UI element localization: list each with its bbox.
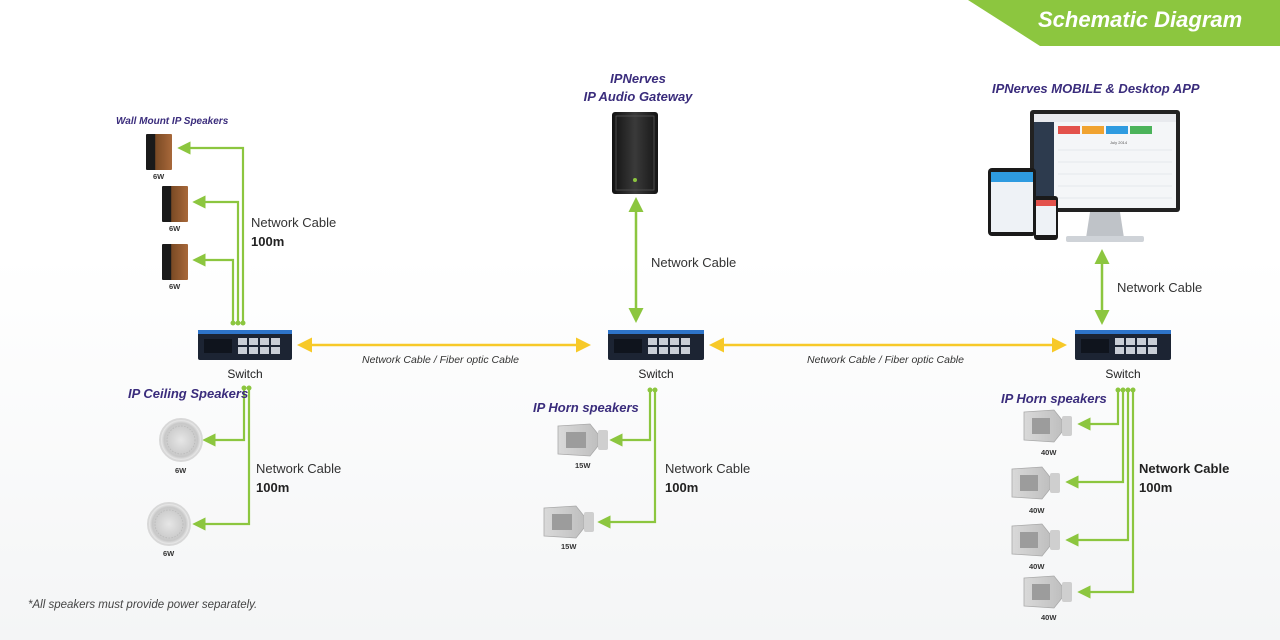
switch-center bbox=[608, 330, 704, 360]
app-title: IPNerves MOBILE & Desktop APP bbox=[992, 81, 1200, 96]
switch-left-label: Switch bbox=[227, 367, 263, 381]
switch-right-label: Switch bbox=[1105, 367, 1141, 381]
right-horn-1-watt: 40W bbox=[1041, 448, 1057, 457]
ceiling-cable-label: Network Cable bbox=[256, 461, 342, 476]
center-horn-group-title: IP Horn speakers bbox=[533, 400, 639, 415]
right-horn-distance-label: 100m bbox=[1139, 480, 1173, 495]
app-calendar-month: July 2014 bbox=[1110, 140, 1128, 145]
center-horn-link-dots bbox=[647, 387, 658, 393]
wall-speaker-2 bbox=[162, 186, 188, 222]
horn-speaker-right-3 bbox=[1011, 523, 1060, 557]
switch-right bbox=[1075, 330, 1171, 360]
right-horn-link-dots bbox=[1115, 387, 1136, 393]
right-horn-3-watt: 40W bbox=[1029, 562, 1045, 571]
wall-link-dots bbox=[230, 320, 246, 326]
right-horn-4-watt: 40W bbox=[1041, 613, 1057, 622]
switch-left bbox=[198, 330, 292, 360]
ceiling-distance-label: 100m bbox=[256, 480, 290, 495]
wall-speaker-1 bbox=[146, 134, 172, 170]
wall-group-title: Wall Mount IP Speakers bbox=[116, 116, 229, 127]
center-horn-cable-label: Network Cable bbox=[665, 461, 751, 476]
app-cable-label: Network Cable bbox=[1117, 280, 1203, 295]
ceiling-speaker-1-watt: 6W bbox=[175, 466, 187, 475]
horn-speaker-right-4 bbox=[1023, 575, 1072, 609]
ceiling-speaker-2 bbox=[147, 502, 191, 546]
horn-speaker-center-2 bbox=[543, 505, 594, 539]
center-horn-links bbox=[597, 391, 657, 529]
ceiling-speaker-1 bbox=[159, 418, 203, 462]
page-title: Schematic Diagram bbox=[1038, 7, 1243, 32]
horn-speaker-center-1 bbox=[557, 423, 608, 457]
trunk-right-label: Network Cable / Fiber optic Cable bbox=[807, 354, 964, 366]
wall-speaker-1-watt: 6W bbox=[153, 172, 165, 181]
center-horn-2-watt: 15W bbox=[561, 542, 577, 551]
right-horn-links bbox=[1065, 391, 1135, 599]
wall-speaker-3 bbox=[162, 244, 188, 280]
center-horn-distance-label: 100m bbox=[665, 480, 699, 495]
right-horn-cable-label: Network Cable bbox=[1139, 461, 1230, 476]
app-devices-icon bbox=[988, 110, 1180, 242]
wall-cable-label: Network Cable bbox=[251, 215, 337, 230]
wall-speaker-3-watt: 6W bbox=[169, 282, 181, 291]
wall-distance-label: 100m bbox=[251, 234, 285, 249]
trunk-left-label: Network Cable / Fiber optic Cable bbox=[362, 354, 519, 366]
gateway-name: IPNerves bbox=[610, 71, 666, 86]
horn-speaker-right-1 bbox=[1023, 409, 1072, 443]
wall-speaker-links bbox=[177, 141, 245, 322]
horn-speaker-right-2 bbox=[1011, 466, 1060, 500]
right-horn-2-watt: 40W bbox=[1029, 506, 1045, 515]
center-horn-1-watt: 15W bbox=[575, 461, 591, 470]
footnote: *All speakers must provide power separat… bbox=[28, 599, 258, 611]
ceiling-speaker-2-watt: 6W bbox=[163, 549, 175, 558]
switch-center-label: Switch bbox=[638, 367, 674, 381]
gateway-subtitle: IP Audio Gateway bbox=[583, 89, 693, 104]
ceiling-link-dots bbox=[241, 385, 252, 391]
wall-speaker-2-watt: 6W bbox=[169, 224, 181, 233]
ceiling-group-title: IP Ceiling Speakers bbox=[128, 386, 249, 401]
gateway-tower-icon bbox=[612, 112, 658, 194]
header-banner bbox=[968, 0, 1280, 46]
ceiling-speaker-links bbox=[192, 389, 251, 531]
right-horn-group-title: IP Horn speakers bbox=[1001, 391, 1107, 406]
gateway-cable-label: Network Cable bbox=[651, 255, 737, 270]
